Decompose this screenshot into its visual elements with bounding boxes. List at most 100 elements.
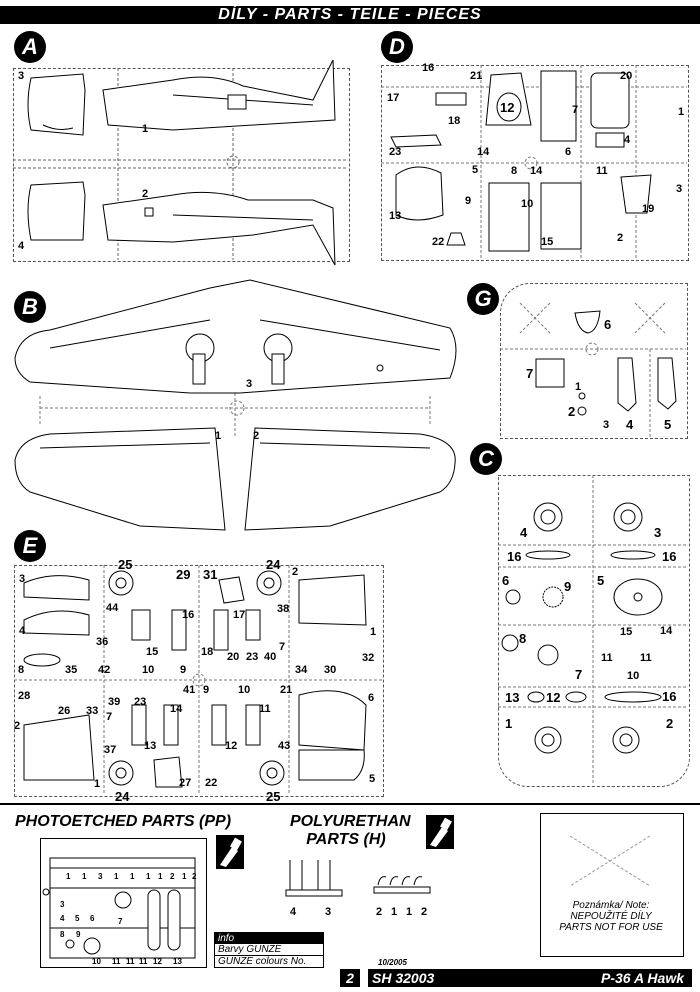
sprue-e-label: 11 [259,703,271,715]
sprue-d-label: 21 [470,70,483,82]
sprue-d-label: 23 [389,146,402,158]
sprue-d-label: 6 [565,146,572,158]
sprue-e-label: 25 [266,789,281,804]
sprue-e-label: 10 [238,684,251,696]
poly-title-line2: PARTS (H) [306,831,386,848]
sprue-b-label: 1 [215,430,222,442]
sprue-a-label: 2 [142,188,149,200]
sprue-g-label: 2 [568,404,576,419]
poly-icon [426,815,454,849]
sprue-g-label: 5 [664,417,672,432]
footer-code: SH 32003 [368,969,492,987]
sprue-d-label: 22 [432,236,445,248]
sprue-e-label: 3 [19,573,26,585]
sprue-g-drawing [500,302,686,437]
sprue-e-label: 33 [86,705,99,717]
sprue-e-label: 15 [146,646,159,658]
sprue-c-label: 14 [660,625,673,637]
pe-label: 1 [82,872,87,881]
sprue-d-label: 12 [500,100,515,115]
sprue-d-label: 1 [678,106,685,118]
sprue-e-label: 38 [277,603,290,615]
sprue-d-badge: D [381,31,413,63]
poly-label: 1 [406,906,413,918]
pe-label: 11 [126,957,135,966]
sprue-e-label: 39 [108,696,121,708]
info-row1: Barvy GUNZE [215,944,323,956]
sprue-d-label: 8 [511,165,518,177]
footer-date: 10/2005 [378,958,407,967]
sprue-e-label: 5 [369,773,376,785]
pe-label: 12 [153,957,162,966]
footer-page-number: 2 [340,969,360,987]
sprue-e-label: 24 [266,557,281,572]
sprue-c-label: 16 [662,689,677,704]
pe-label: 8 [60,930,65,939]
pe-label: 1 [146,872,151,881]
pe-label: 2 [192,872,197,881]
sprue-c-label: 2 [666,716,674,731]
sprue-e-label: 6 [368,692,375,704]
sprue-d-label: 19 [642,203,655,215]
sprue-c-label: 6 [502,573,510,588]
pe-section-title: PHOTOETCHED PARTS (PP) [15,813,232,830]
sprue-e-label: 17 [233,609,246,621]
sprue-c-label: 10 [627,670,640,682]
sprue-e-label: 32 [362,652,375,664]
footer: 2 SH 32003 P-36 A Hawk [0,969,700,987]
sprue-e-label: 10 [142,664,155,676]
sprue-e-label: 41 [183,684,196,696]
pe-label: 3 [60,900,65,909]
sprue-e-label: 14 [170,703,183,715]
sprue-c-frame [498,475,690,787]
pe-label: 2 [170,872,175,881]
sprue-e-label: 12 [225,740,238,752]
sprue-e-label: 9 [203,684,210,696]
pe-label: 3 [98,872,103,881]
sprue-c-label: 4 [520,525,528,540]
sprue-d-label: 14 [477,146,490,158]
sprue-e-label: 1 [370,626,377,638]
page-header: DÍLY - PARTS - TEILE - PIECES [0,6,700,24]
sprue-c-label: 12 [546,690,561,705]
sprue-e-label: 34 [295,664,308,676]
sprue-b-badge: B [14,291,46,323]
sprue-a-label: 3 [18,70,25,82]
pe-label: 1 [158,872,163,881]
sprue-b-label: 2 [253,430,260,442]
pe-label: 1 [130,872,135,881]
sprue-g-label: 1 [575,381,582,393]
sprue-d-label: 3 [676,183,683,195]
note-line2: NEPOUŽITÉ DÍLY [570,911,652,922]
sprue-d-label: 13 [389,210,402,222]
sprue-e-label: 29 [176,567,191,582]
sprue-b-label: 3 [246,378,253,390]
info-box: info Barvy GUNZE GUNZE colours No. [214,932,324,968]
pe-label: 1 [114,872,119,881]
sprue-e-label: 35 [65,664,78,676]
poly-label: 2 [376,906,383,918]
pe-label: 10 [92,957,101,966]
sprue-g-label: 4 [626,417,634,432]
sprue-d-label: 16 [422,62,435,74]
footer-model: P-36 A Hawk [492,969,692,987]
sprue-g-label: 7 [526,366,534,381]
sprue-e-label: 44 [106,602,119,614]
sprue-e-label: 8 [18,664,25,676]
sprue-e-label: 4 [19,625,26,637]
sprue-d-label: 7 [572,104,579,116]
sprue-a-badge: A [14,31,46,63]
sprue-c-label: 16 [662,549,677,564]
sprue-e-label: 7 [106,711,113,723]
info-row2: GUNZE colours No. [218,956,307,967]
pe-icon [216,835,244,869]
sprue-e-label: 13 [144,740,157,752]
sprue-d-label: 9 [465,195,472,207]
sprue-a-label: 4 [18,240,25,252]
sprue-d-label: 4 [624,134,631,146]
sprue-a-frame [13,68,350,262]
sprue-g-frame [500,283,688,439]
sprue-e-label: 43 [278,740,291,752]
sprue-c-badge: C [470,443,502,475]
sprue-e-label: 42 [98,664,111,676]
